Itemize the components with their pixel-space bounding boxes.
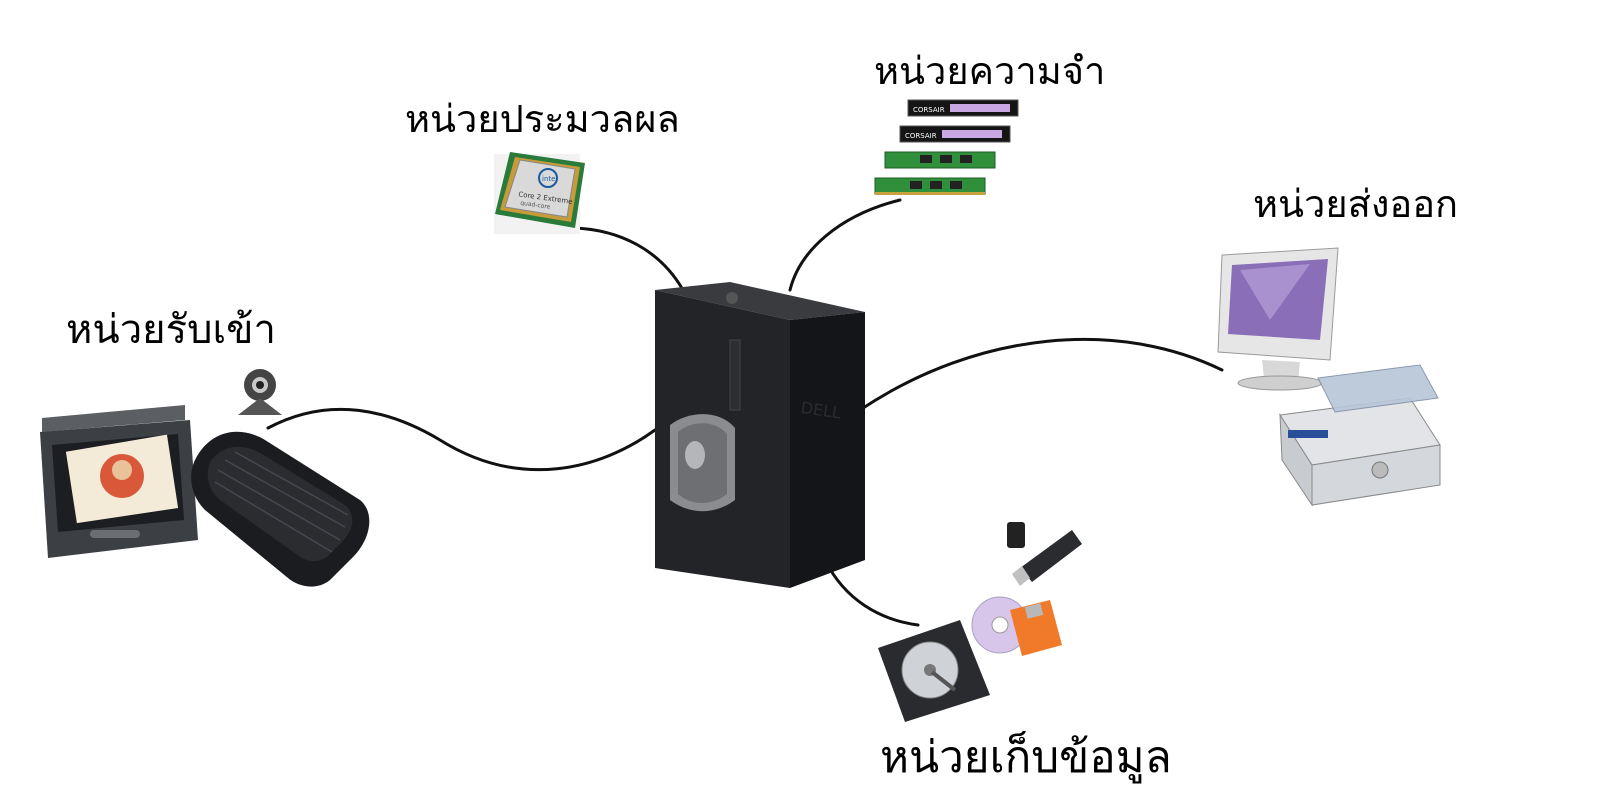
cpu-chip-icon: intel Core 2 Extreme quad-core [494,152,585,234]
connector-input [266,407,657,472]
printer-icon [1279,364,1441,507]
tower-icon: DELL [655,282,865,588]
connector-output [858,337,1224,412]
hard-drive-icon [878,620,990,722]
label-input-unit: หน่วยรับเข้า [66,307,276,353]
cpu-sub-text: quad-core [520,200,551,211]
label-output-unit: หน่วยส่งออก [1253,182,1459,226]
keyboard-icon [191,431,370,587]
webcam-icon [238,369,282,415]
label-memory-unit: หน่วยความจำ [874,49,1106,93]
ram-modules-icon: CORSAIR CORSAIR [874,99,1019,195]
usb-drive-icon [1007,522,1082,586]
connector-storage [823,558,920,627]
monitor-icon [1217,247,1339,391]
ram-brand-text-1: CORSAIR [913,106,945,114]
ram-brand-text-2: CORSAIR [905,132,937,140]
connector-processing [573,226,685,292]
floppy-disk-icon [1010,600,1062,656]
scanner-icon [40,405,198,558]
label-processing-unit: หน่วยประมวลผล [405,97,680,141]
connector-memory [788,198,902,292]
cpu-brand-text: intel [542,175,557,183]
label-storage-unit: หน่วยเก็บข้อมูล [880,732,1172,783]
